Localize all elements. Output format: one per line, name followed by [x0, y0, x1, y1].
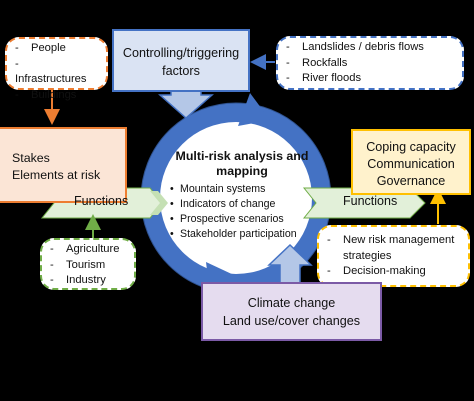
hazard-item: Rockfalls [286, 56, 454, 72]
hazard-item: River floods [286, 71, 454, 87]
exposed-item: People [15, 41, 98, 57]
center-title-line1: Multi-risk analysis and [175, 149, 309, 163]
management-item: Decision-making [343, 265, 426, 277]
climate-box: Climate change Land use/cover changes [201, 282, 382, 341]
activities-box: Agriculture Tourism Industry [40, 238, 136, 290]
activity-item: Agriculture [50, 242, 126, 258]
center-panel: Multi-risk analysis and mapping Mountain… [170, 149, 314, 242]
exposed-elements-box: People Infrastructures Buildings [5, 37, 108, 101]
coping-line: Governance [376, 174, 446, 188]
controlling-factors-box: Controlling/triggering factors [112, 29, 250, 92]
center-title-line2: mapping [216, 164, 268, 178]
center-bullet: Prospective scenarios [170, 212, 314, 227]
exposed-item: Infrastructures [15, 57, 98, 88]
activity-item: Tourism [50, 258, 126, 274]
management-item: New risk management strategies [343, 234, 455, 262]
management-box: - New risk management strategies - Decis… [317, 225, 470, 287]
exposed-item: Buildings [15, 88, 98, 104]
stakes-subtitle: Elements at risk [12, 168, 101, 182]
coping-line: Coping capacity [366, 140, 456, 154]
center-bullet: Stakeholder participation [170, 227, 314, 242]
center-bullet: Mountain systems [170, 182, 314, 197]
functions-left-label: Functions [74, 194, 129, 208]
controlling-factors-label: Controlling/triggering factors [122, 46, 240, 78]
climate-subtitle: Land use/cover changes [222, 314, 361, 328]
stakes-box: Stakes Elements at risk [0, 127, 127, 203]
cycle-arrowhead-top [238, 93, 270, 126]
activity-item: Industry [50, 273, 126, 289]
functions-right-label: Functions [343, 194, 398, 208]
center-bullet: Indicators of change [170, 197, 314, 212]
climate-title: Climate change [247, 296, 336, 310]
coping-line: Communication [367, 157, 455, 171]
hazards-box: Landslides / debris flows Rockfalls Rive… [276, 36, 464, 90]
bottom-block-arrow [267, 243, 313, 285]
hazard-item: Landslides / debris flows [286, 40, 454, 56]
stakes-title: Stakes [12, 151, 50, 165]
coping-box: Coping capacity Communication Governance [351, 129, 471, 195]
